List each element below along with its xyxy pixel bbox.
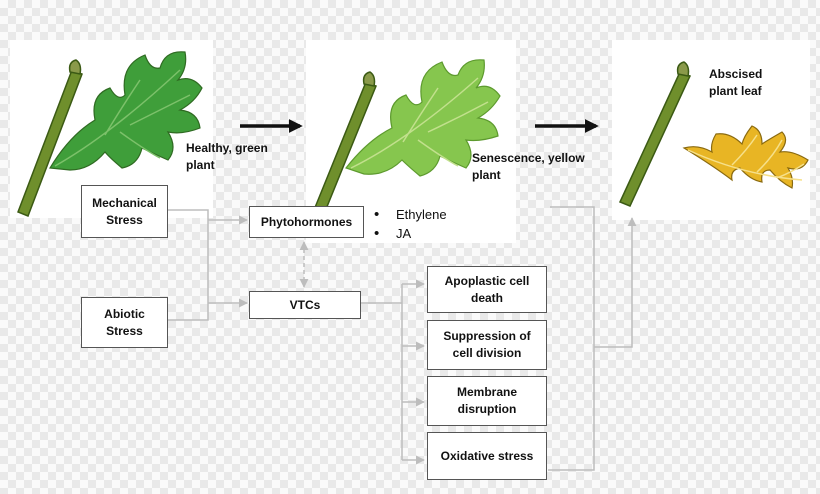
senescent-leaf: [345, 59, 501, 177]
abscised-plant-panel: [612, 40, 810, 220]
oxidative-stress-box: Oxidative stress: [427, 432, 547, 480]
to-abscission-arrow: [594, 217, 637, 348]
phytohormones-box: Phytohormones: [249, 206, 364, 238]
healthy-vein: [54, 69, 191, 167]
hormone-item: JA: [372, 224, 447, 243]
hormone-item: Ethylene: [372, 205, 447, 224]
healthy-caption: Healthy, green plant: [186, 141, 268, 172]
abiotic-stress-connector: [168, 220, 209, 321]
abscised-bud: [676, 61, 690, 77]
senescence-bracket: [548, 206, 595, 471]
senescent-vein: [350, 77, 489, 169]
vtcs-box: VTCs: [249, 291, 361, 319]
senescent-caption: Senescence, yellow plant: [472, 151, 585, 182]
abscised-plant-illustration: [618, 61, 809, 207]
abscised-caption: Abscised plant leaf: [709, 67, 763, 98]
membrane-disruption-box: Membrane disruption: [427, 376, 547, 426]
mechanical-stress-connector: [168, 209, 209, 220]
healthy-leaf: [48, 51, 203, 171]
healthy-bud: [68, 59, 82, 75]
apoplastic-cell-death-box: Apoplastic cell death: [427, 266, 547, 313]
abiotic-stress-box: Abiotic Stress: [81, 297, 168, 348]
healthy-stem: [17, 69, 83, 217]
mechanical-stress-box: Mechanical Stress: [81, 185, 168, 238]
hormone-list: Ethylene JA: [372, 205, 447, 243]
fallen-leaf-vein: [687, 134, 805, 181]
healthy-plant-illustration: [17, 51, 203, 217]
abscised-stem: [618, 71, 692, 207]
senescent-bud: [362, 71, 376, 87]
senescent-plant-illustration: [313, 59, 501, 215]
fallen-leaf: [682, 125, 809, 189]
suppression-cell-division-box: Suppression of cell division: [427, 320, 547, 370]
